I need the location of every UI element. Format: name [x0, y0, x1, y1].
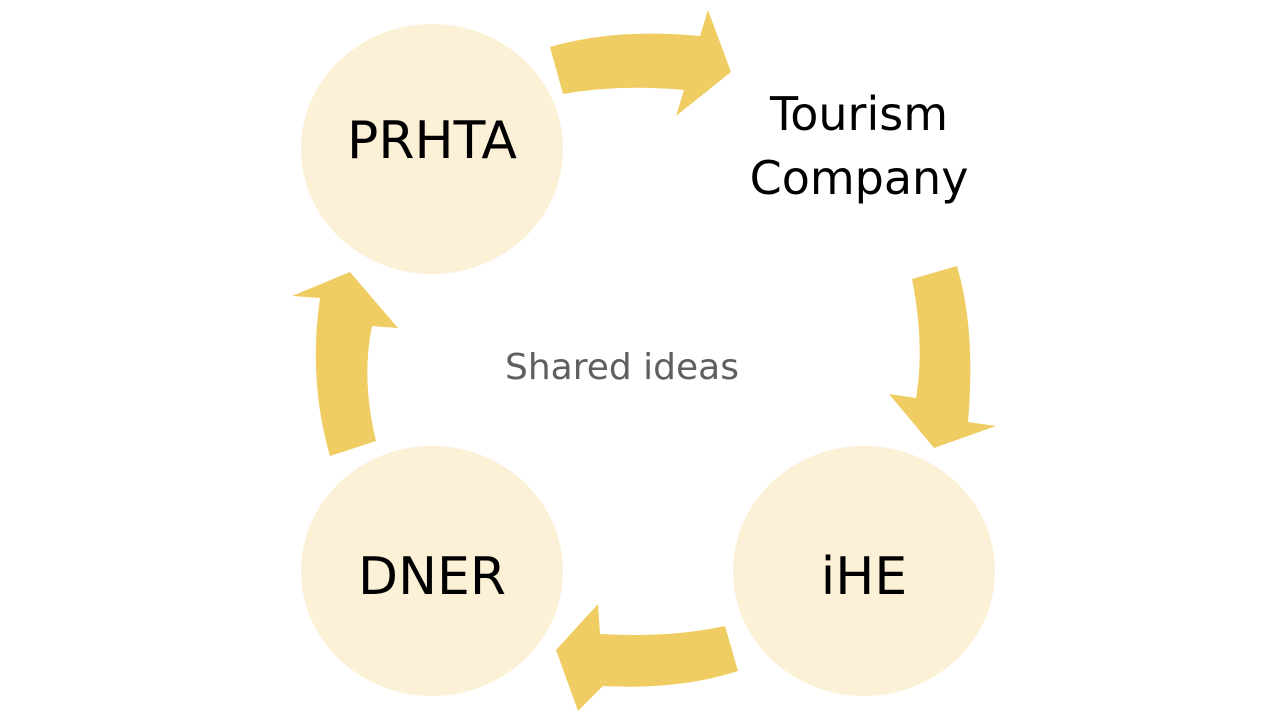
node-dner: DNER — [301, 446, 563, 696]
node-prhta: PRHTA — [301, 24, 563, 274]
node-prhta-label: PRHTA — [347, 111, 517, 171]
node-tourism-company: Tourism Company — [706, 78, 1012, 214]
arrow-prhta-to-tourism — [550, 10, 731, 116]
arrow-tourism-to-ihe — [889, 266, 996, 448]
center-label: Shared ideas — [505, 347, 739, 388]
node-tourism-company-label: Tourism Company — [749, 87, 969, 205]
node-dner-label: DNER — [358, 547, 506, 607]
node-ihe: iHE — [733, 446, 995, 696]
arrow-dner-to-prhta — [292, 272, 398, 456]
arrow-ihe-to-dner — [556, 604, 738, 711]
node-ihe-label: iHE — [820, 547, 908, 607]
